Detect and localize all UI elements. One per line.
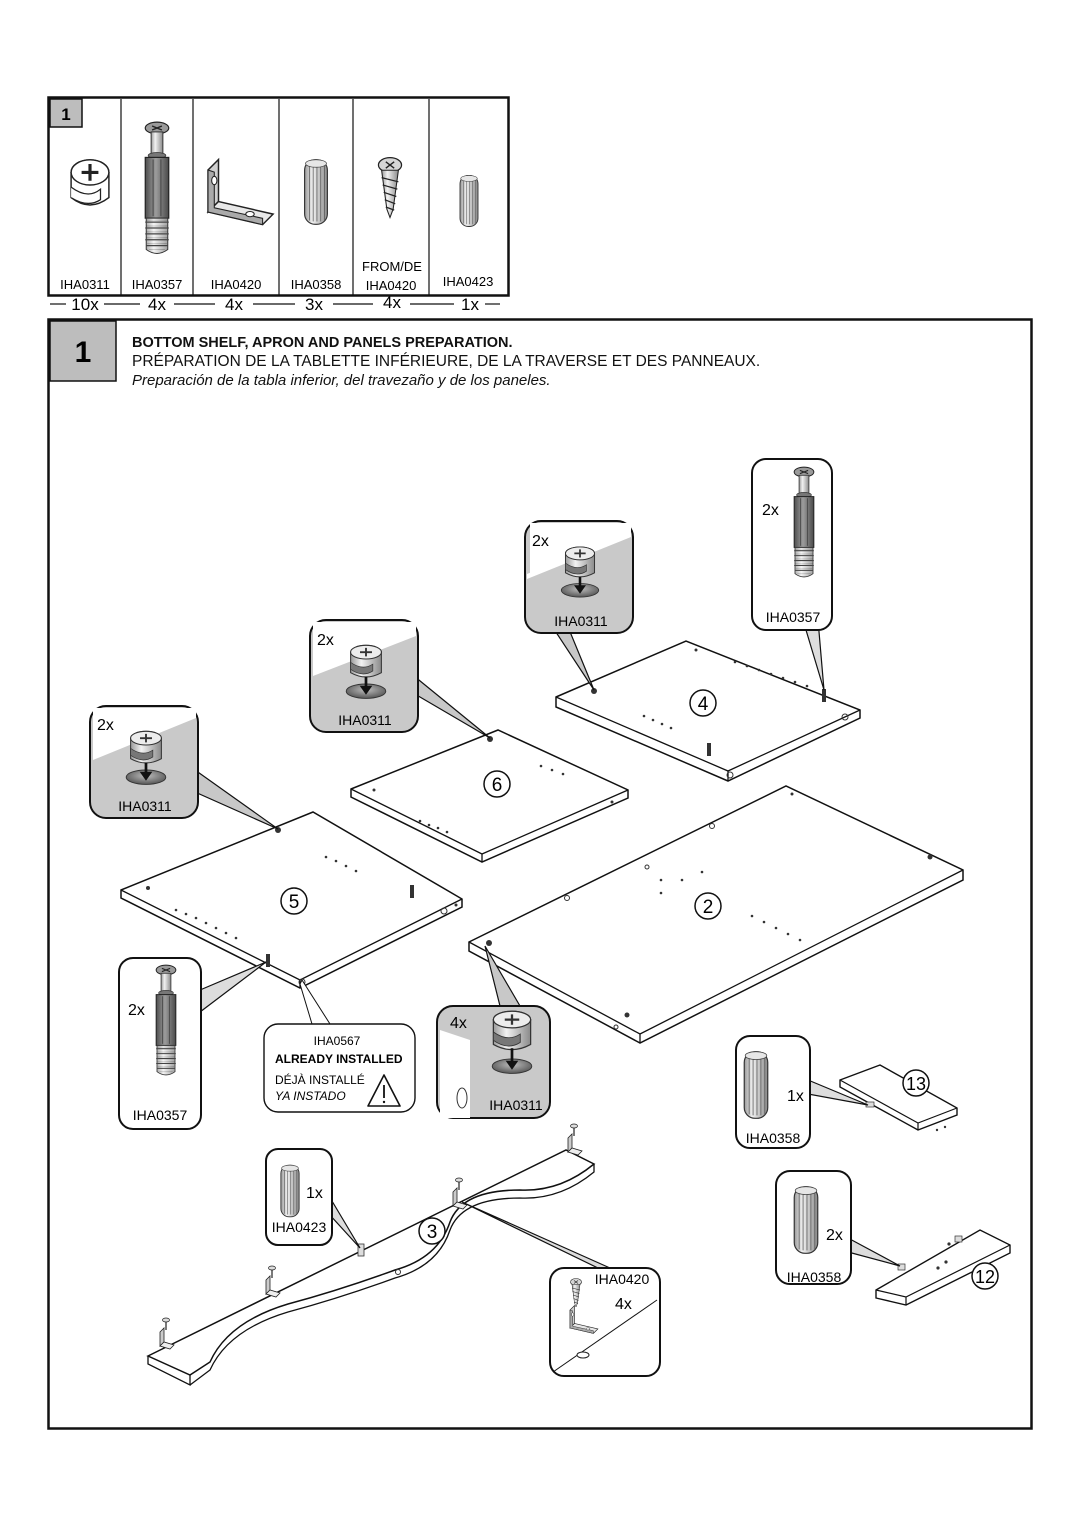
- dowel-icon: [793, 1186, 819, 1254]
- cam-lock-icon: [561, 547, 598, 597]
- panel-12-label: 12: [975, 1267, 995, 1287]
- part-qty: 4x: [383, 293, 401, 312]
- callout-code: IHA0357: [766, 609, 821, 625]
- cam-lock-icon: [491, 1010, 533, 1074]
- step-title: BOTTOM SHELF, APRON AND PANELS PREPARATI…: [132, 334, 1012, 390]
- callout-qty: 4x: [450, 1015, 467, 1032]
- panel-6-label: 6: [492, 775, 503, 796]
- callout-code: IHA0311: [489, 1097, 543, 1113]
- callout-qty: 2x: [128, 1002, 145, 1019]
- panel-5-label: 5: [289, 892, 300, 913]
- panel-2: 2: [468, 785, 964, 1044]
- callout-panel2-camlock: 4x IHA0311: [436, 945, 551, 1119]
- part-qty: 4x: [148, 295, 166, 314]
- callout-code: IHA0311: [338, 712, 392, 728]
- callout-qty: 2x: [826, 1227, 843, 1244]
- part-qty: 10x: [71, 295, 99, 314]
- callout-panel5-bolt: 2x IHA0357: [118, 957, 267, 1130]
- step-title-es: Preparación de la tabla inferior, del tr…: [132, 372, 551, 389]
- parts-table: 1 I: [47, 96, 510, 314]
- callout-panel6-camlock: 2x IHA0311: [309, 619, 491, 739]
- step-number: 1: [75, 336, 92, 369]
- already-installed-notice: IHA0567 ALREADY INSTALLED DÉJÀ INSTALLÉ …: [263, 978, 416, 1113]
- callout-apron-dowel: 1x IHA0423: [265, 1148, 361, 1249]
- panel-4: 4: [555, 640, 861, 782]
- callout-qty: 1x: [787, 1088, 804, 1105]
- mini-bracket-icon: [265, 1265, 281, 1298]
- callout-code: IHA0423: [272, 1219, 327, 1235]
- part-code: IHA0357: [132, 277, 183, 292]
- callout-qty: 4x: [615, 1296, 632, 1313]
- part-qty: 3x: [305, 295, 323, 314]
- callout-qty: 2x: [317, 632, 334, 649]
- cam-lock-icon: [126, 731, 166, 784]
- dowel-icon: [743, 1051, 769, 1119]
- part-code: IHA0420: [366, 278, 417, 293]
- part-code: IHA0358: [291, 277, 342, 292]
- mini-bracket-icon: [567, 1123, 583, 1156]
- callout-qty: 2x: [762, 502, 779, 519]
- callout-code: IHA0311: [554, 613, 608, 629]
- apron-3-label: 3: [427, 1222, 438, 1243]
- callout-code: IHA0358: [746, 1130, 801, 1146]
- warning-icon: [367, 1074, 401, 1107]
- callout-code: IHA0357: [133, 1107, 188, 1123]
- panel-13-label: 13: [906, 1074, 926, 1094]
- callout-qty: 2x: [97, 717, 114, 734]
- panel-12: 12: [875, 1229, 1011, 1306]
- part-code: IHA0420: [211, 277, 262, 292]
- parts-table-step: 1: [61, 105, 70, 124]
- part-qty: 1x: [461, 295, 479, 314]
- notice-en: ALREADY INSTALLED: [275, 1052, 403, 1066]
- notice-es: YA INSTADO: [275, 1089, 346, 1103]
- callout-code: IHA0311: [118, 798, 172, 814]
- mini-bracket-icon: [159, 1317, 175, 1350]
- mini-bracket-icon: [452, 1177, 468, 1210]
- short-dowel-icon: [459, 175, 479, 227]
- callout-panel4-bolt: 2x IHA0357: [751, 458, 833, 691]
- dowel-icon: [304, 159, 328, 225]
- cam-lock-icon: [70, 159, 110, 206]
- part-code: IHA0311: [60, 277, 110, 292]
- callout-code: IHA0358: [787, 1269, 842, 1285]
- step-title-fr: PRÉPARATION DE LA TABLETTE INFÉRIEURE, D…: [132, 353, 761, 370]
- step-frame: 1: [47, 318, 1033, 1430]
- part-code: IHA0423: [443, 274, 494, 289]
- apron-3: 3: [146, 1123, 596, 1387]
- panel-13: 13: [839, 1064, 958, 1132]
- callout-panel13-dowel: 1x IHA0358: [735, 1035, 869, 1149]
- callout-apron-bracket: IHA0420 4x: [461, 1201, 661, 1377]
- callout-panel5-camlock: 2x IHA0311: [89, 705, 279, 830]
- part-prefix: FROM/DE: [362, 259, 422, 274]
- panel-6: 6: [350, 729, 629, 863]
- notice-fr: DÉJÀ INSTALLÉ: [275, 1072, 365, 1087]
- part-qty: 4x: [225, 295, 243, 314]
- callout-qty: 1x: [306, 1185, 323, 1202]
- notice-code: IHA0567: [314, 1034, 361, 1048]
- panel-5: 5: [120, 811, 463, 989]
- panel-2-label: 2: [703, 897, 714, 918]
- cam-lock-icon: [346, 645, 386, 698]
- callout-panel4-camlock: 2x IHA0311: [524, 520, 634, 691]
- step-title-en: BOTTOM SHELF, APRON AND PANELS PREPARATI…: [132, 335, 513, 351]
- callout-qty: 2x: [532, 533, 549, 550]
- callout-panel12-dowel: 2x IHA0358: [775, 1170, 901, 1285]
- dowel-icon: [280, 1164, 300, 1218]
- panel-4-label: 4: [698, 694, 709, 715]
- callout-code: IHA0420: [595, 1271, 650, 1287]
